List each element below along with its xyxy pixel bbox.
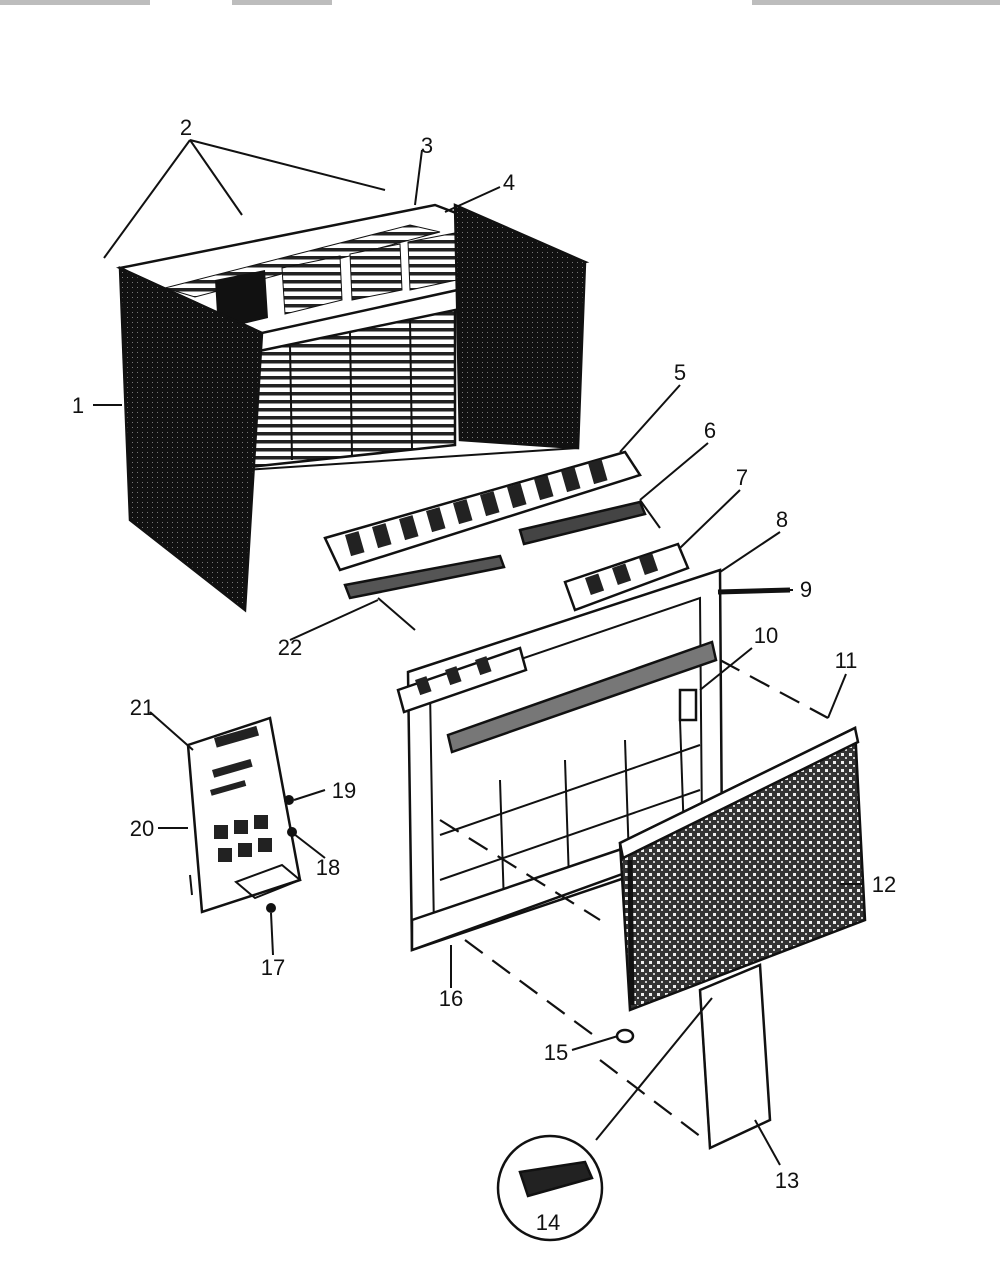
deflector-link-part: [518, 499, 661, 546]
assembly-guide-lines: [439, 659, 829, 1141]
callout-13: 13: [775, 1168, 799, 1193]
callout-20: 20: [130, 816, 154, 841]
scan-edge-marks: [0, 0, 1000, 5]
callout-1: 1: [72, 393, 84, 418]
cabinet-part: [115, 203, 590, 613]
callout-12: 12: [872, 872, 896, 897]
callout-2: 2: [180, 115, 192, 140]
callout-4: 4: [503, 170, 515, 195]
deflector-link-lower-part: [343, 554, 506, 631]
front-screw-part: [615, 1028, 635, 1044]
callout-10: 10: [754, 623, 778, 648]
callout-labels: 1 2 3 4 5 6 7 8 9 10 11 12 13 14 15 16 1…: [72, 115, 896, 1235]
access-panel-part: [698, 963, 772, 1150]
callout-5: 5: [674, 360, 686, 385]
leader-lines: [93, 139, 862, 1166]
control-panel-part: [186, 716, 302, 914]
callout-16: 16: [439, 986, 463, 1011]
callout-6: 6: [704, 418, 716, 443]
callout-8: 8: [776, 507, 788, 532]
callout-17: 17: [261, 955, 285, 980]
louver-insert-part: [563, 542, 690, 612]
callout-11: 11: [835, 648, 858, 673]
panel-screw-part: [266, 903, 276, 913]
callout-19: 19: [332, 778, 356, 803]
callout-22: 22: [278, 635, 302, 660]
detail-inset-circle: [496, 997, 713, 1242]
callout-3: 3: [421, 133, 433, 158]
air-filter-part: [618, 726, 867, 1012]
callout-9: 9: [800, 577, 812, 602]
callout-18: 18: [316, 855, 340, 880]
air-deflector-part: [323, 450, 642, 572]
callout-7: 7: [736, 465, 748, 490]
callout-14: 14: [536, 1210, 560, 1235]
callout-21: 21: [130, 695, 154, 720]
callout-15: 15: [544, 1040, 568, 1065]
knob-screw-part: [284, 795, 294, 805]
